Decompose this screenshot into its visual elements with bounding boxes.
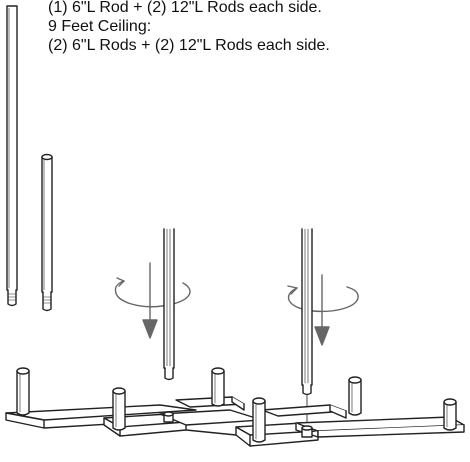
- clockwise-rotate-arrow-icon: [114, 277, 191, 308]
- rod-being-inserted-right: [301, 228, 313, 429]
- base-post: [16, 367, 30, 416]
- long-rod-12in: [6, 5, 18, 307]
- base-post: [443, 398, 457, 431]
- instruction-line-3: (2) 6"L Rods + (2) 12"L Rods each side.: [48, 37, 330, 54]
- clockwise-rotate-arrow-icon: [287, 285, 359, 313]
- base-post: [252, 397, 266, 443]
- assembly-instructions: (1) 6"L Rod + (2) 12"L Rods each side. 9…: [48, 0, 330, 55]
- base-post: [348, 376, 362, 416]
- down-arrow-icon: [314, 274, 330, 346]
- base-post: [112, 387, 126, 431]
- down-arrow-icon: [142, 262, 158, 339]
- rod-being-inserted-left: [163, 228, 175, 381]
- base-post: [211, 367, 225, 407]
- instruction-line-1: (1) 6"L Rod + (2) 12"L Rods each side.: [48, 0, 322, 16]
- socket-connector: [301, 425, 313, 438]
- socket-connector: [163, 411, 174, 423]
- instruction-line-2: 9 Feet Ceiling:: [48, 18, 152, 35]
- base-frame: [5, 396, 465, 447]
- short-rod-6in: [41, 153, 53, 312]
